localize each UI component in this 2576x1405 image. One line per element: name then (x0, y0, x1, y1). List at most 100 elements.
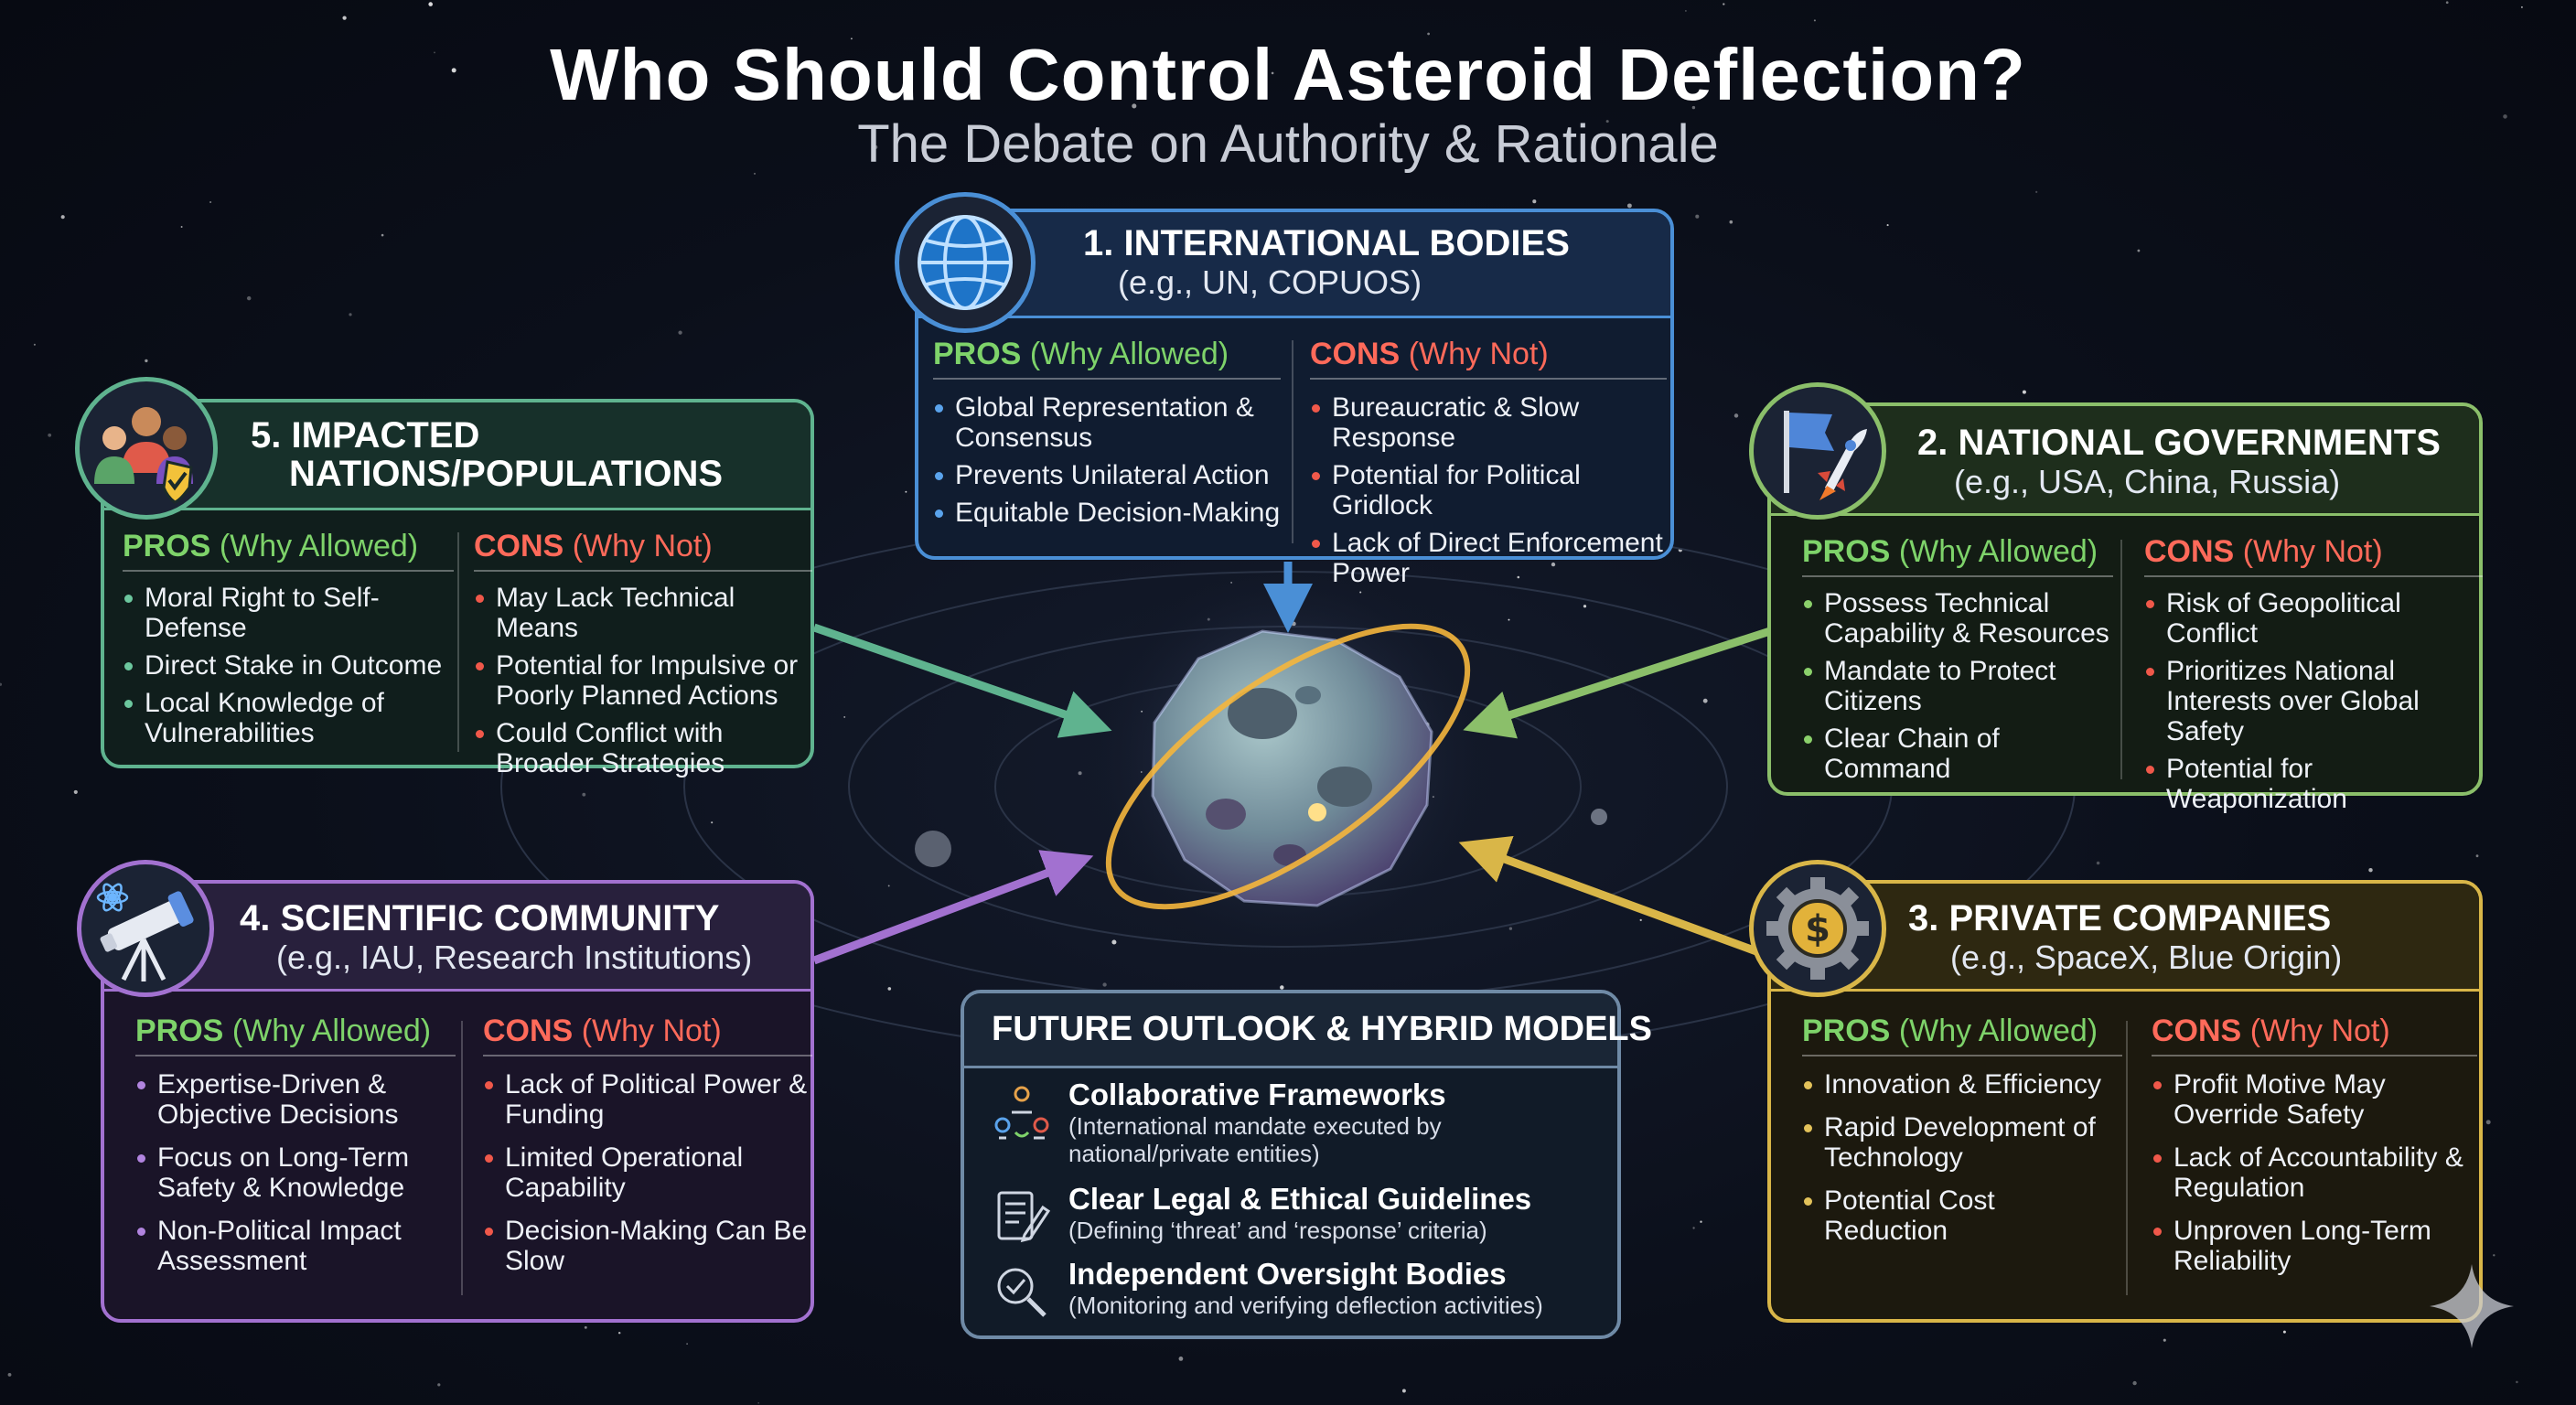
star (887, 885, 890, 887)
star (1583, 605, 1587, 608)
star (437, 1383, 441, 1387)
list-item: Innovation & Efficiency (1802, 1069, 2122, 1099)
panel-header: 5. IMPACTED NATIONS/POPULATIONS (104, 402, 810, 510)
star (145, 359, 148, 363)
cons-column: CONS (Why Not) Lack of Political Power &… (483, 1014, 812, 1289)
pros-column: PROS (Why Allowed) Expertise-Driven & Ob… (135, 1014, 456, 1289)
star (1132, 103, 1137, 109)
list-item: Decision-Making Can Be Slow (483, 1216, 812, 1276)
cons-column: CONS (Why Not) Bureaucratic & Slow Respo… (1310, 337, 1667, 595)
star (905, 490, 907, 493)
orbit-spark (1308, 803, 1326, 821)
cons-header: CONS (Why Not) (2152, 1014, 2477, 1056)
list-item: Expertise-Driven & Objective Decisions (135, 1069, 456, 1130)
star (48, 433, 52, 437)
svg-text:$: $ (1805, 908, 1830, 950)
star (2445, 1, 2449, 5)
cons-header: CONS (Why Not) (1310, 337, 1667, 380)
panel-header: 2. NATIONAL GOVERNMENTS (e.g., USA, Chin… (1771, 406, 2479, 516)
panel-national-governments: 2. NATIONAL GOVERNMENTS (e.g., USA, Chin… (1767, 402, 2483, 814)
star (180, 226, 183, 228)
list-item: Local Knowledge of Vulnerabilities (123, 688, 454, 748)
list-item: Possess Technical Capability & Resources (1802, 588, 2113, 649)
star (2137, 249, 2141, 252)
star (686, 1343, 688, 1345)
connector-arrows (812, 562, 1772, 965)
orbit-trail (1105, 623, 1471, 910)
pros-header: PROS (Why Allowed) (1802, 1014, 2122, 1056)
star (1626, 203, 1632, 209)
star (617, 1331, 621, 1335)
list-item: Prevents Unilateral Action (933, 460, 1281, 490)
star (1692, 1227, 1695, 1229)
star (887, 987, 892, 991)
star (2096, 861, 2100, 865)
globe-icon (895, 192, 1036, 333)
star (2475, 854, 2479, 858)
dollar-gear-icon: $ (1749, 860, 1886, 997)
list-item: Potential for Political Gridlock (1310, 460, 1667, 520)
star (1723, 3, 1725, 5)
panel-heading-line1: 5. IMPACTED (251, 415, 480, 456)
list-item: Rapid Development of Technology (1802, 1112, 2122, 1173)
star (0, 682, 3, 686)
star (1691, 105, 1696, 110)
list-item: Risk of Geopolitical Conflict (2144, 588, 2483, 649)
list-item: May Lack Technical Means (474, 583, 812, 643)
star (2132, 1380, 2137, 1386)
star (246, 295, 252, 301)
star (209, 200, 212, 204)
telescope-icon (77, 860, 214, 997)
star (1594, 138, 1597, 141)
list-item: Lack of Accountability & Regulation (2152, 1142, 2477, 1203)
list-item: Potential for Weaponization (2144, 754, 2483, 814)
star (1271, 71, 1274, 75)
star (451, 68, 456, 73)
star (2368, 867, 2373, 873)
list-item: Global Representation & Consensus (933, 392, 1281, 453)
star (678, 330, 682, 335)
star (874, 145, 878, 149)
cons-header: CONS (Why Not) (483, 1014, 812, 1056)
magnifier-check-icon (997, 1268, 1046, 1317)
list-item: Unproven Long-Term Reliability (2152, 1216, 2477, 1276)
panel-private-companies: 3. PRIVATE COMPANIES (e.g., SpaceX, Blue… (1767, 880, 2483, 1323)
star (1813, 19, 1816, 22)
future-item-title: Independent Oversight Bodies (1068, 1257, 1507, 1291)
document-pen-icon (997, 1191, 1051, 1243)
star (977, 125, 982, 129)
list-item: Could Conflict with Broader Strategies (474, 718, 812, 778)
pros-header: PROS (Why Allowed) (933, 337, 1281, 380)
list-item: Equitable Decision-Making (933, 498, 1281, 528)
star (584, 1325, 587, 1329)
panel-heading: 3. PRIVATE COMPANIES (1908, 898, 2332, 938)
star (1102, 982, 1107, 987)
list-item: Non-Political Impact Assessment (135, 1216, 456, 1276)
pros-column: PROS (Why Allowed) Innovation & Efficien… (1802, 1014, 2122, 1259)
list-item: Prioritizes National Interests over Glob… (2144, 656, 2483, 746)
star (7, 1372, 12, 1377)
page-subtitle: The Debate on Authority & Rationale (857, 114, 1719, 174)
star (1685, 10, 1687, 12)
flag-rocket-icon (1749, 382, 1886, 520)
list-item: Mandate to Protect Citizens (1802, 656, 2113, 716)
star (843, 715, 846, 718)
pros-column: PROS (Why Allowed) Global Representation… (933, 337, 1281, 535)
star (2035, 190, 2038, 193)
sparkle-icon (2430, 1264, 2514, 1348)
future-item-title: Clear Legal & Ethical Guidelines (1068, 1182, 1532, 1216)
list-item: Lack of Direct Enforcement Power (1310, 528, 1667, 588)
star (342, 16, 347, 20)
star (2022, 390, 2026, 394)
star (1508, 927, 1513, 930)
future-item-desc: (International mandate executed by natio… (1068, 1112, 1442, 1167)
list-item: Bureaucratic & Slow Response (1310, 392, 1667, 453)
star (434, 51, 435, 54)
cons-column: CONS (Why Not) Profit Motive May Overrid… (2152, 1014, 2477, 1289)
cons-header: CONS (Why Not) (474, 529, 812, 572)
star (1532, 199, 1537, 204)
star (850, 38, 853, 40)
star (1700, 1220, 1702, 1223)
panel-example: (e.g., SpaceX, Blue Origin) (1950, 938, 2343, 976)
